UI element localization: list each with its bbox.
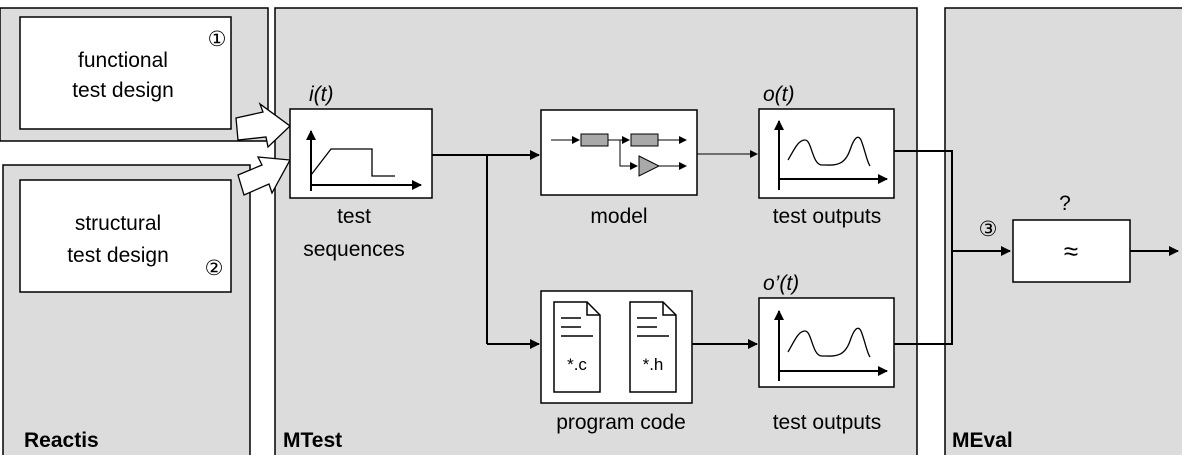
test-outputs-code-label: test outputs xyxy=(773,411,882,434)
test-sequences-box xyxy=(289,108,433,199)
functional-label-line1: functional xyxy=(78,49,168,72)
model-box xyxy=(540,109,698,196)
functional-block-arrow-icon xyxy=(235,102,292,149)
test-sequences-label-line2: sequences xyxy=(303,238,405,261)
step-number-1: ① xyxy=(208,28,227,51)
h-file-icon: *.h xyxy=(629,301,677,393)
mtest-panel-title: MTest xyxy=(283,429,342,452)
structural-block-arrow-icon xyxy=(237,156,292,196)
c-file-label: *.c xyxy=(567,355,587,374)
test-outputs-code-box xyxy=(758,297,895,388)
model-block-diagram-icon xyxy=(551,133,687,177)
functional-test-design-box: functional test design ① xyxy=(19,16,232,130)
comparison-question-mark: ? xyxy=(1059,192,1071,215)
model-output-signal-label: o(t) xyxy=(763,83,795,106)
structural-test-design-box: structural test design ② xyxy=(19,179,232,293)
comparison-box: ≈ xyxy=(1012,219,1131,283)
approx-equal-icon: ≈ xyxy=(1064,236,1078,266)
test-sequences-label-line1: test xyxy=(337,205,371,228)
test-outputs-model-label: test outputs xyxy=(773,205,882,228)
program-code-label: program code xyxy=(556,411,686,434)
input-connector xyxy=(432,150,540,349)
model-label: model xyxy=(590,205,647,228)
test-outputs-model-box xyxy=(758,108,895,199)
functional-label-line2: test design xyxy=(72,79,174,102)
model-output-plot-icon xyxy=(774,120,888,190)
c-file-icon: *.c xyxy=(553,301,601,393)
step-number-2: ② xyxy=(205,257,224,280)
structural-label-line1: structural xyxy=(75,212,161,235)
input-signal-plot-icon xyxy=(306,130,422,191)
code-output-signal-label: o’(t) xyxy=(763,272,799,295)
reactis-panel-title: Reactis xyxy=(24,429,99,452)
evaluation-connectors xyxy=(894,150,1011,345)
meval-panel-title: MEval xyxy=(952,429,1013,452)
h-file-label: *.h xyxy=(643,355,664,374)
structural-label-line2: test design xyxy=(67,244,169,267)
input-signal-label: i(t) xyxy=(309,83,334,106)
step-number-3: ③ xyxy=(979,218,998,241)
program-code-box: *.c *.h xyxy=(540,290,693,404)
code-output-plot-icon xyxy=(774,310,888,381)
